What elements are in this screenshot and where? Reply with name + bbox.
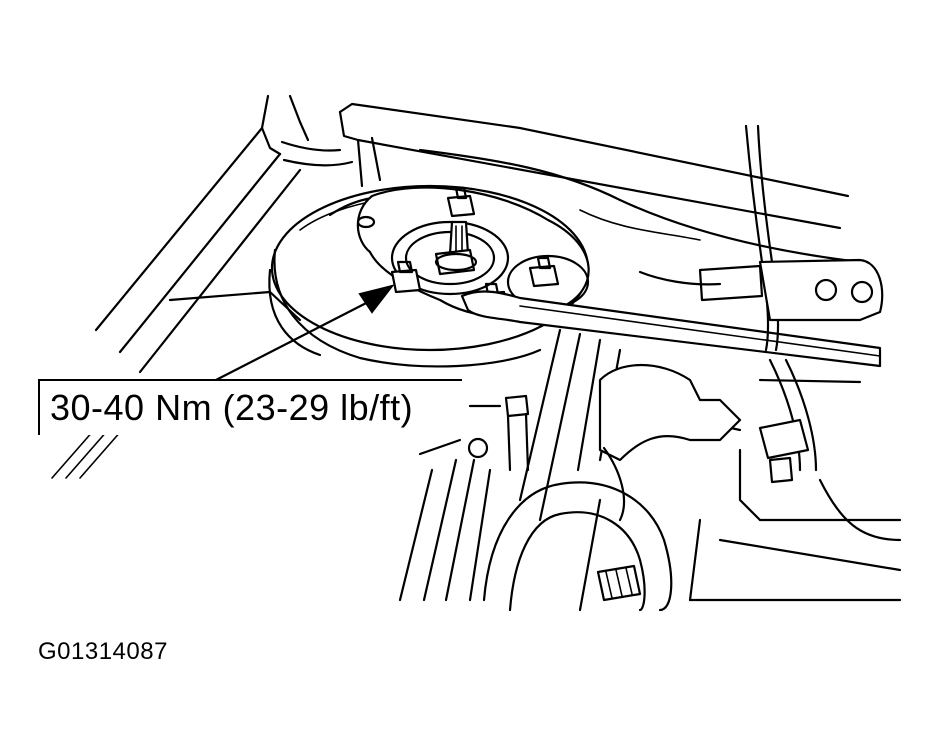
nut-left xyxy=(392,262,420,292)
body-panel-lines xyxy=(40,96,352,478)
torque-callout: 30-40 Nm (23-29 lb/ft) xyxy=(38,379,462,435)
engine-bay-components xyxy=(400,260,900,610)
strut-rod xyxy=(436,222,476,274)
callout-leader xyxy=(214,286,500,406)
figure-id: G01314087 xyxy=(38,638,168,665)
nut-top xyxy=(448,188,474,216)
inner-fender-wall xyxy=(340,104,860,262)
torque-label: 30-40 Nm (23-29 lb/ft) xyxy=(50,387,414,428)
nut-right xyxy=(530,258,558,286)
